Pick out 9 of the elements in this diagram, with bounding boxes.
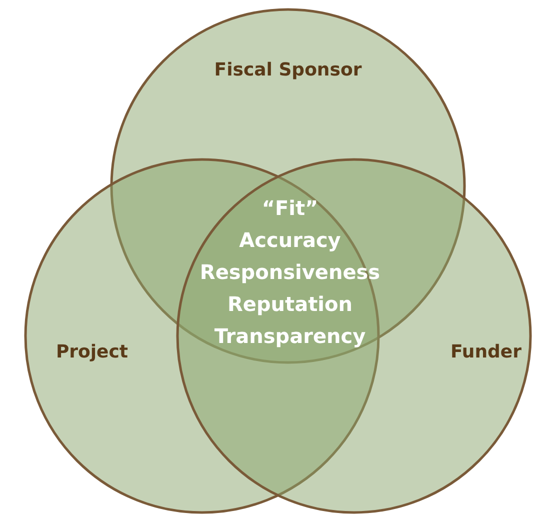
overlap-text: Accuracy	[239, 228, 341, 252]
circle-label: Project	[56, 342, 128, 362]
overlap-text: Responsiveness	[200, 260, 380, 284]
circle-label: Fiscal Sponsor	[214, 60, 362, 80]
overlap-text: Reputation	[228, 292, 352, 316]
venn-circle	[176, 158, 532, 514]
overlap-text: “Fit”	[262, 196, 318, 220]
circle-label: Funder	[450, 342, 522, 362]
overlap-text: Transparency	[214, 324, 366, 348]
